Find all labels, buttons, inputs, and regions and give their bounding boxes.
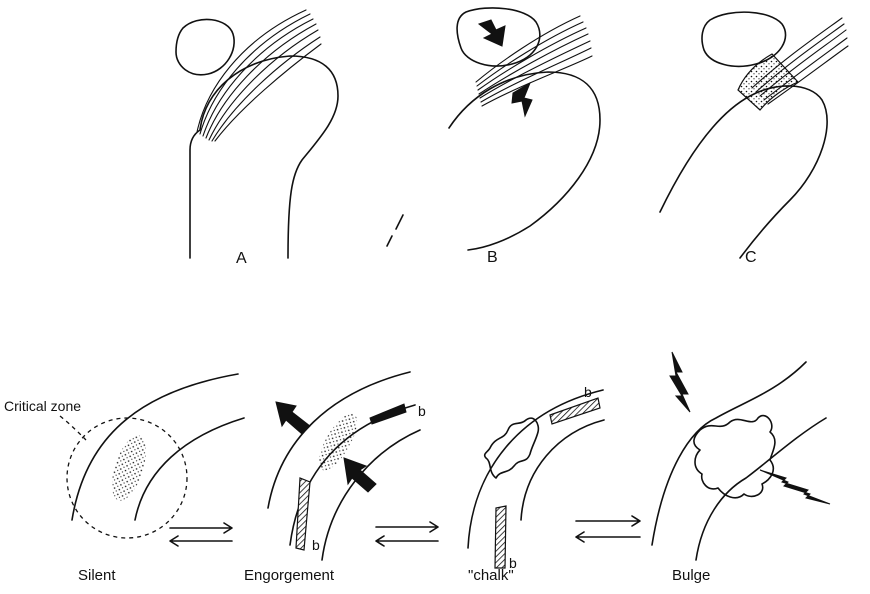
stage-bulge: Bulge [652,352,830,584]
impingement-arrow-top [479,20,505,46]
stage-bulge-label: Bulge [672,567,710,584]
vessel-b-upper [550,398,600,424]
critical-zone-pointer [60,416,86,440]
panel-b-label: B [487,249,498,266]
lightning-arrow-right [760,470,830,504]
impingement-arrow-bottom [512,83,532,116]
stage-chalk-label: "chalk" [468,567,514,584]
vessel-b-lower [296,478,310,550]
degenerated-tendon-zone [738,54,798,110]
panel-c-label: C [745,249,757,266]
compression-arrow-top [276,402,310,434]
panel-b: B [387,8,600,266]
acromion-outline [176,19,234,74]
reversible-arrow-back [576,532,640,542]
vessel-b-label-upper: b [418,403,426,419]
tendon-inner-edge [135,418,244,520]
vessel-b-label-upper: b [584,384,592,400]
rotator-cuff-tendon [197,10,321,141]
calcific-deposit [485,418,539,478]
tendon-outer-edge [72,374,238,520]
critical-zone-label: Critical zone [4,398,81,414]
humerus-outline [190,56,338,258]
humerus-shaft-fragment [387,236,392,246]
tendon-inner-edge [521,420,604,520]
reversible-arrow-back [376,536,438,546]
humerus-shaft-fragment [396,215,403,229]
vessel-b-upper [370,404,406,424]
reversible-arrow-back [170,536,232,546]
stage-engorgement: b b Engorgement [244,372,438,584]
panel-a: A [176,10,338,267]
tendon-outer-edge [652,362,806,545]
stage-chalk: b b "chalk" [468,384,640,584]
lightning-arrow-top [670,352,690,412]
panel-c: C [660,12,848,266]
stippled-lesion [105,431,153,504]
reversible-arrow-forward [170,523,232,533]
stage-engorgement-label: Engorgement [244,567,335,584]
reversible-arrow-forward [576,516,640,526]
panel-a-label: A [236,250,247,267]
stage-silent-label: Silent [78,567,116,584]
stage-silent: Critical zone Silent [4,374,244,584]
vessel-b-label-lower: b [312,537,320,553]
humerus-outline [660,86,827,258]
vessel-b-lower [495,506,506,568]
reversible-arrow-forward [376,522,438,532]
